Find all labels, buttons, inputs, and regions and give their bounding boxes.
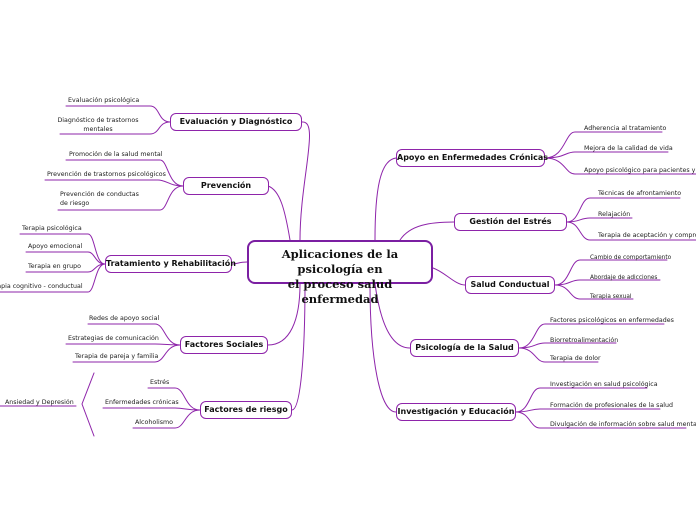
- leaf-apoyo-pacientes-familiares[interactable]: Apoyo psicológico para pacientes y famil…: [584, 167, 696, 174]
- leaf-terapia-pareja-familia[interactable]: Terapia de pareja y familia: [75, 353, 159, 360]
- branch-psicologia-salud[interactable]: Psicología de la Salud: [410, 339, 519, 357]
- central-title-line2: el proceso salud enfermedad: [287, 277, 393, 306]
- branch-evaluacion-diagnostico[interactable]: Evaluación y Diagnóstico: [170, 113, 302, 131]
- leaf-terapia-cognitivo-conductual[interactable]: Terapia cognitivo - conductual: [0, 283, 83, 290]
- central-topic[interactable]: Aplicaciones de la psicología en el proc…: [247, 240, 433, 306]
- leaf-cambio-comportamiento[interactable]: Cambio de comportamiento: [590, 255, 672, 261]
- leaf-apoyo-emocional[interactable]: Apoyo emocional: [28, 243, 83, 250]
- leaf-prevencion-conductas[interactable]: Prevención de conductas de riesgo: [60, 191, 139, 207]
- leaf-terapia-grupo[interactable]: Terapia en grupo: [28, 263, 81, 270]
- leaf-abordaje-adicciones[interactable]: Abordaje de adicciones: [590, 275, 658, 281]
- branch-investigacion-educacion[interactable]: Investigación y Educación: [396, 403, 516, 421]
- leaf-terapia-sexual[interactable]: Terapia sexual: [590, 294, 632, 300]
- leaf-divulgacion-informacion[interactable]: Divulgación de información sobre salud m…: [550, 421, 696, 428]
- leaf-terapia-dolor[interactable]: Terapia de dolor: [550, 355, 601, 362]
- summary-ansiedad-depresion[interactable]: Ansiedad y Depresión: [5, 399, 74, 406]
- leaf-relajacion[interactable]: Relajación: [598, 211, 631, 218]
- leaf-adherencia-tratamiento[interactable]: Adherencia al tratamiento: [584, 125, 667, 132]
- leaf-calidad-vida[interactable]: Mejora de la calidad de vida: [584, 145, 673, 152]
- central-title-line1: Aplicaciones de la psicología en: [281, 247, 399, 276]
- leaf-promocion-salud-mental[interactable]: Promoción de la salud mental: [69, 151, 163, 158]
- leaf-factores-psicologicos[interactable]: Factores psicológicos en enfermedades: [550, 317, 674, 324]
- leaf-evaluacion-psicologica[interactable]: Evaluación psicológica: [68, 97, 140, 104]
- leaf-alcoholismo[interactable]: Alcoholismo: [135, 419, 173, 426]
- branch-prevencion[interactable]: Prevención: [183, 177, 269, 195]
- leaf-redes-apoyo-social[interactable]: Redes de apoyo social: [89, 315, 160, 322]
- branch-factores-sociales[interactable]: Factores Sociales: [180, 336, 268, 354]
- leaf-formacion-profesionales[interactable]: Formación de profesionales de la salud: [550, 402, 674, 409]
- leaf-biorretroalimentacion[interactable]: Biorretroalimentación: [550, 337, 619, 344]
- branch-apoyo-enfermedades-cronicas[interactable]: Apoyo en Enfermedades Crónicas: [396, 149, 548, 167]
- branch-tratamiento-rehabilitacion[interactable]: Tratamiento y Rehabilitación: [105, 255, 236, 273]
- leaf-estres[interactable]: Estrés: [150, 379, 170, 386]
- leaf-tecnicas-afrontamiento[interactable]: Técnicas de afrontamiento: [598, 190, 682, 197]
- leaf-diagnostico-trastornos[interactable]: Diagnóstico de trastornos mentales: [57, 117, 139, 133]
- leaf-enfermedades-cronicas[interactable]: Enfermedades crónicas: [105, 399, 179, 406]
- branch-gestion-estres[interactable]: Gestión del Estrés: [454, 213, 567, 231]
- leaf-prevencion-trastornos[interactable]: Prevención de trastornos psicológicos: [47, 171, 166, 178]
- leaf-terapia-psicologica[interactable]: Terapia psicológica: [22, 225, 82, 232]
- leaf-investigacion-salud[interactable]: Investigación en salud psicológica: [550, 381, 658, 388]
- branch-salud-conductual[interactable]: Salud Conductual: [465, 276, 555, 294]
- leaf-terapia-aceptacion[interactable]: Terapia de aceptación y compromiso: [598, 232, 696, 239]
- leaf-estrategias-comunicacion[interactable]: Estrategias de comunicación: [68, 335, 159, 342]
- branch-factores-riesgo[interactable]: Factores de riesgo: [200, 401, 292, 419]
